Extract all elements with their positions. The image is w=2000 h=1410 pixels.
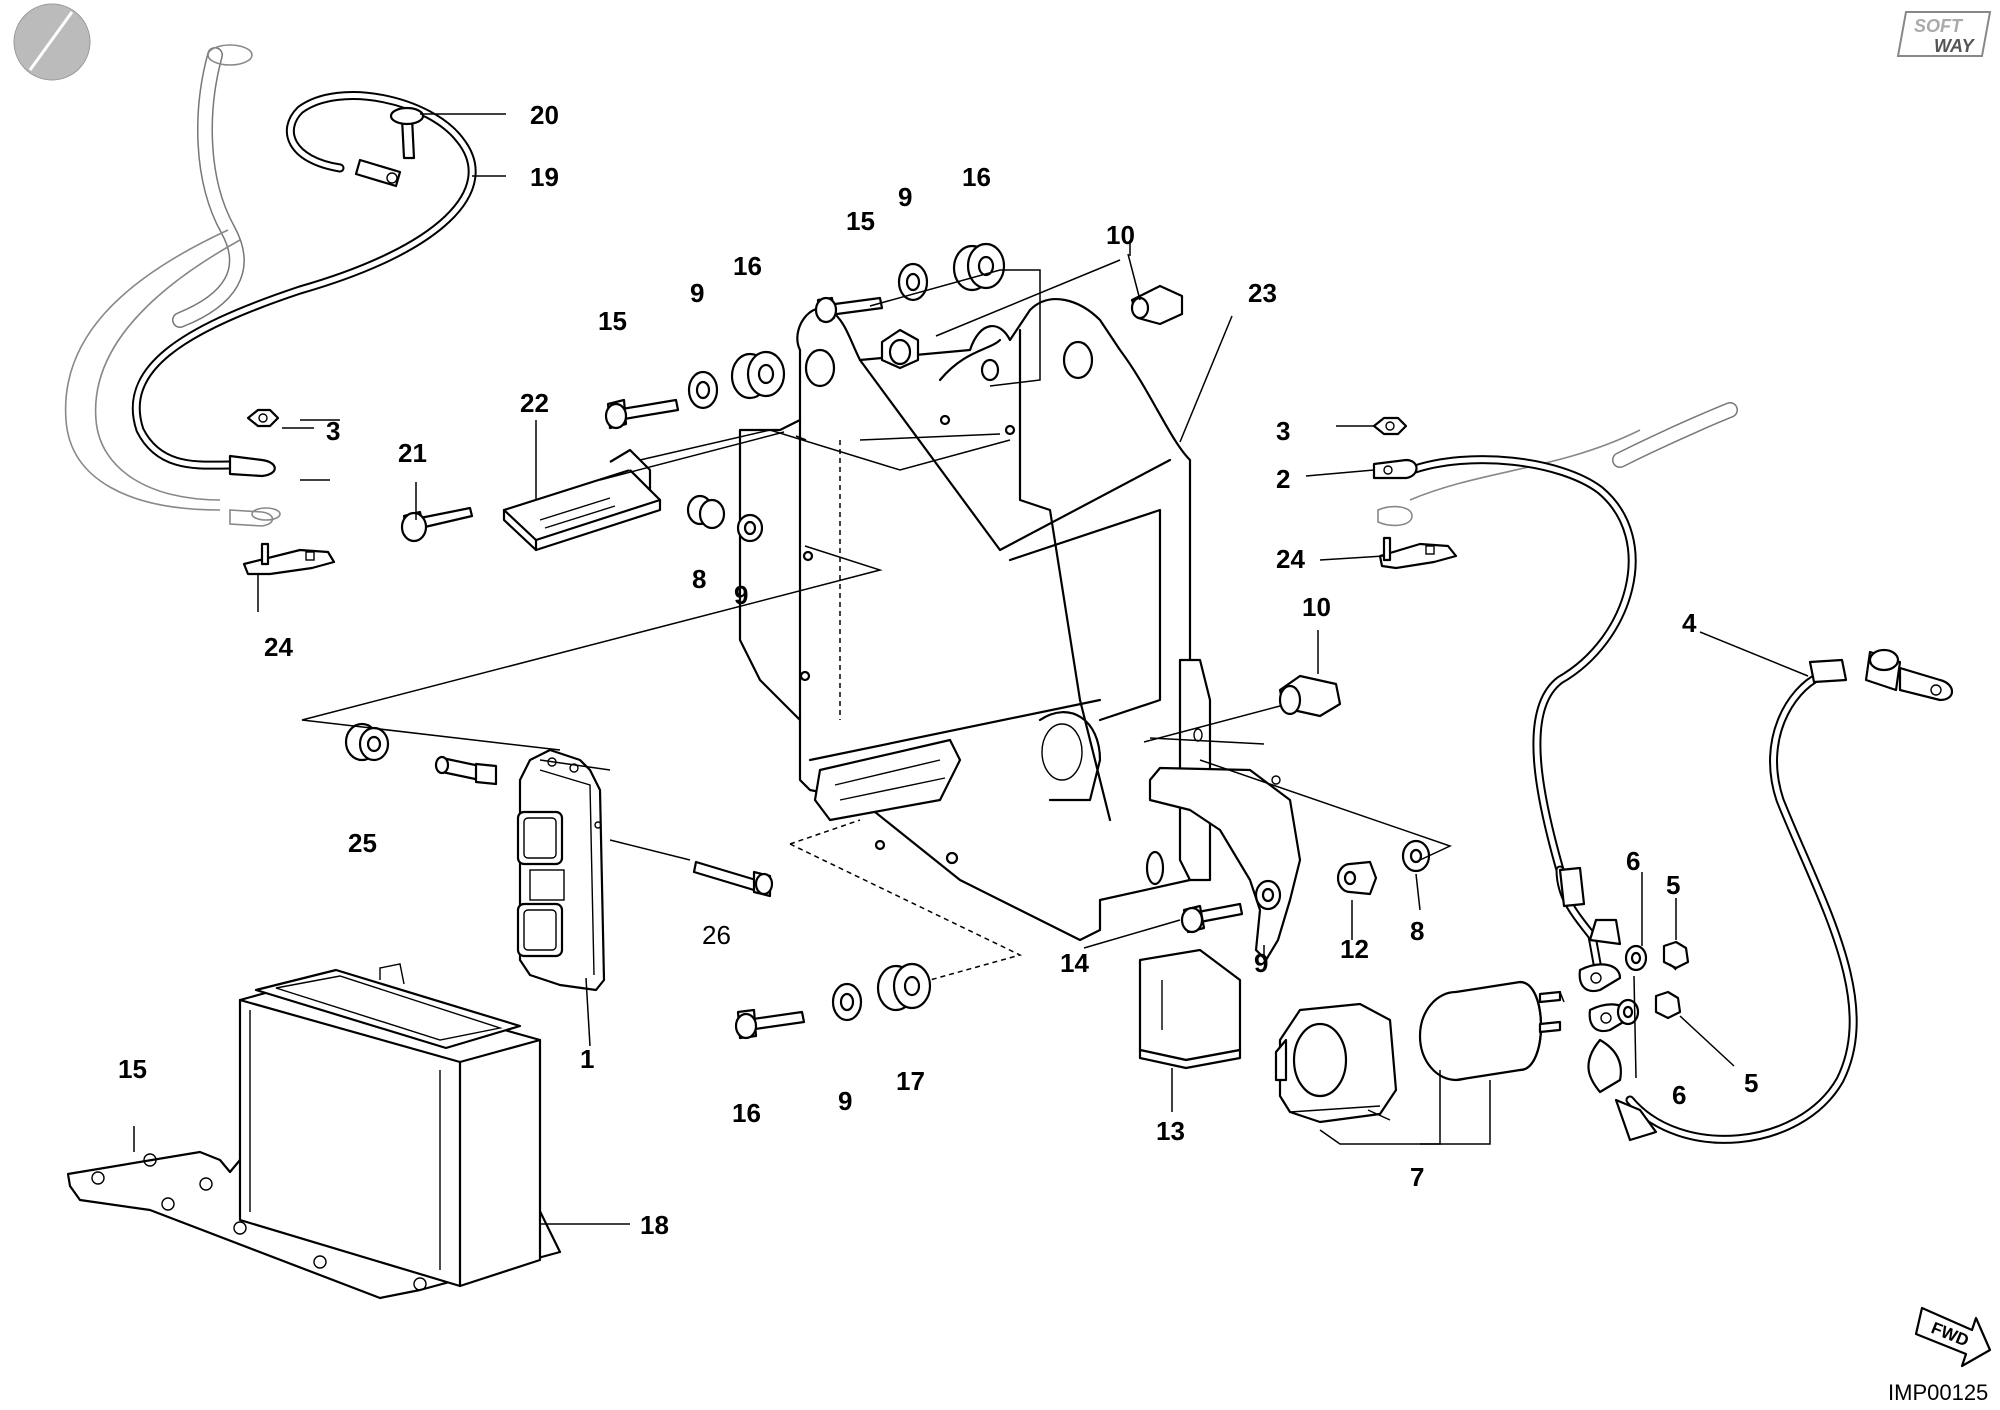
- callout-15-bottom: 16: [732, 1098, 761, 1128]
- washer-9-top-right: [897, 262, 929, 302]
- spacer-26: [434, 755, 498, 786]
- callout-16-left: 16: [733, 251, 762, 281]
- bolt-19: [389, 106, 425, 160]
- grommet-16-top-left: [730, 350, 786, 400]
- callout-6-top: 6: [1626, 846, 1640, 876]
- battery-cable-4: [1407, 455, 1954, 1144]
- callout-17: 18: [640, 1210, 669, 1240]
- grommet-16-bottom: [876, 962, 932, 1012]
- bracket-21: [502, 448, 662, 552]
- corner-disc-icon: [13, 3, 91, 81]
- washer-6-lower: [1616, 998, 1640, 1026]
- callout-18: 19: [530, 162, 559, 192]
- callout-9-top: 9: [898, 182, 912, 212]
- terminal-lugs-lower: [1578, 918, 1658, 1142]
- callout-9-right: 9: [1254, 948, 1268, 978]
- washer-9-mid: [736, 513, 764, 543]
- callout-9-bottom: 9: [838, 1086, 852, 1116]
- bracket-24-left: [242, 542, 336, 576]
- callout-5-bottom: 5: [1744, 1068, 1758, 1098]
- callout-20: 21: [398, 438, 427, 468]
- callout-9-mid: 9: [734, 580, 748, 610]
- callout-8-right: 8: [1410, 916, 1424, 946]
- washer-9-right: [1254, 879, 1282, 911]
- bracket-24-right: [1378, 536, 1458, 570]
- terminal-2: [1372, 458, 1418, 480]
- grommet-8-mid: [686, 494, 726, 530]
- relay-7b: [1418, 980, 1562, 1082]
- callout-2: 2: [1276, 464, 1290, 494]
- relay-clip-12: [1138, 948, 1242, 1070]
- callout-15-top: 15: [846, 206, 875, 236]
- ground-cable-18: [131, 91, 477, 478]
- nut-5-lower: [1654, 990, 1682, 1020]
- callout-21: 22: [520, 388, 549, 418]
- callout-19: 20: [530, 100, 559, 130]
- callout-22: 23: [1248, 278, 1277, 308]
- spacer-10-right: [1278, 674, 1342, 718]
- callout-3-right: 3: [1276, 416, 1290, 446]
- callout-labels: 20 19 3 24 21 22 15 9 16 15 9 16 10 23 3…: [118, 100, 1758, 1240]
- fwd-arrow-icon: FWD: [1914, 1306, 1992, 1368]
- main-bracket-frame-22: [738, 298, 1192, 942]
- leader-lines: [133, 113, 1809, 1225]
- softway-logo: SOFT WAY: [1896, 11, 1992, 57]
- ghost-terminal-right: [1377, 505, 1413, 527]
- alignment-lines: [300, 253, 1565, 1145]
- callout-13: 14: [1060, 948, 1089, 978]
- nut-3-left: [246, 408, 280, 428]
- nut-3-right: [1372, 416, 1408, 436]
- callout-7: 7: [1410, 1162, 1424, 1192]
- nut-5-upper: [1662, 940, 1690, 970]
- callout-10-right: 10: [1302, 592, 1331, 622]
- ghost-wiring-harness-left: [64, 44, 253, 511]
- relay-holder-7a: [1274, 1002, 1398, 1124]
- spacer-11: [1336, 860, 1378, 896]
- battery-17: [238, 963, 542, 1288]
- grommet-8-right: [1401, 839, 1431, 873]
- bolt-15-top-right: [814, 296, 884, 324]
- bolt-25: [692, 860, 774, 898]
- bolt-13: [1180, 902, 1244, 934]
- callout-10-top: 10: [1106, 220, 1135, 250]
- callout-9-top-left: 9: [690, 278, 704, 308]
- logo-text-soft: SOFT: [1914, 16, 1964, 36]
- callout-6-bottom: 6: [1672, 1080, 1686, 1110]
- spacer-10-top-right: [1130, 284, 1184, 326]
- reference-code: IMP00125: [1888, 1380, 1988, 1405]
- callout-4: 4: [1682, 608, 1697, 638]
- spacer-10-top-left: [880, 328, 920, 370]
- callout-1: 1: [580, 1044, 594, 1074]
- callout-12: 13: [1156, 1116, 1185, 1146]
- washer-9-top-left: [687, 370, 719, 410]
- bolt-15-bottom: [734, 1008, 806, 1040]
- callout-16-bottom: 17: [896, 1066, 925, 1096]
- bolt-20: [400, 506, 474, 543]
- ecu-module-1: [516, 748, 606, 992]
- callout-24-left: 24: [264, 632, 293, 662]
- callout-11: 12: [1340, 934, 1369, 964]
- callout-5-top: 5: [1666, 870, 1680, 900]
- ghost-wiring-harness-right: [1409, 402, 1738, 501]
- washer-9-bottom: [831, 982, 863, 1022]
- callout-15-left: 15: [598, 306, 627, 336]
- callout-14: 15: [118, 1054, 147, 1084]
- grommet-16-top-right: [952, 242, 1006, 292]
- callout-16-top: 16: [962, 162, 991, 192]
- callout-8-mid: 8: [692, 564, 706, 594]
- grommet-23: [344, 722, 390, 762]
- logo-text-way: WAY: [1934, 36, 1976, 56]
- callout-25: 26: [702, 920, 731, 950]
- callout-3-left: 3: [326, 416, 340, 446]
- callout-23: 25: [348, 828, 377, 858]
- washer-6-upper: [1624, 944, 1648, 972]
- bolt-15-top-left: [604, 398, 680, 430]
- callout-24-right: 24: [1276, 544, 1305, 574]
- ghost-terminal-left: [229, 507, 281, 527]
